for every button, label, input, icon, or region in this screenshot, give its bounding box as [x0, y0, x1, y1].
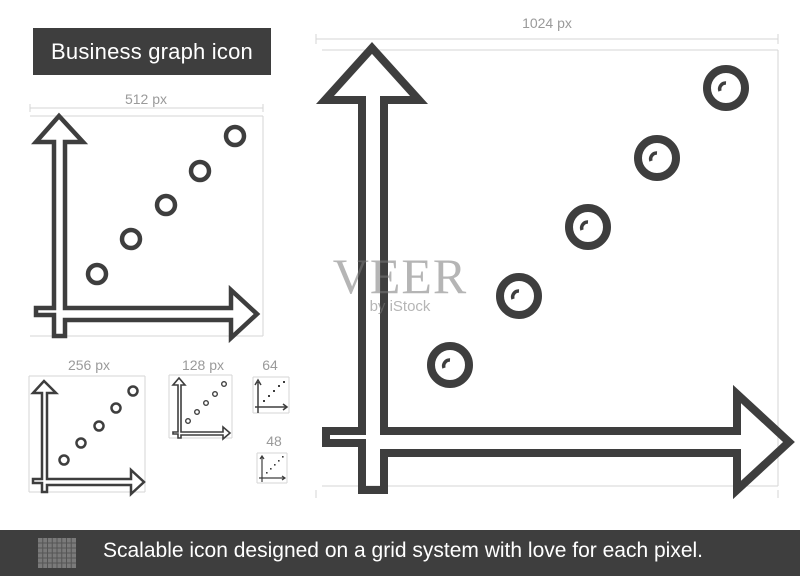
data-point	[634, 135, 680, 181]
data-point	[270, 468, 272, 470]
grid-guides	[315, 34, 779, 498]
business-graph-icon-micro	[256, 452, 288, 484]
data-point	[703, 65, 749, 111]
data-point	[85, 262, 109, 286]
graph-axes	[31, 112, 261, 344]
data-point	[194, 409, 201, 416]
data-point	[75, 437, 87, 449]
data-point	[127, 385, 139, 397]
data-points	[427, 65, 749, 388]
size-label-512: 512 px	[124, 91, 168, 107]
data-points	[85, 124, 247, 286]
data-point	[203, 400, 210, 407]
data-point	[282, 456, 284, 458]
graph-axes	[315, 42, 795, 500]
size-label-128: 128 px	[181, 357, 225, 373]
watermark-brand: VEER	[332, 248, 468, 304]
data-point	[565, 204, 611, 250]
graph-axes	[254, 378, 289, 413]
watermark-sub: by iStock	[369, 298, 431, 315]
footer-text: Scalable icon designed on a grid system …	[103, 539, 703, 562]
graph-axes	[30, 379, 146, 497]
size-label-1024: 1024 px	[522, 15, 572, 31]
data-points	[185, 380, 228, 425]
business-graph-icon-tiny	[252, 376, 290, 414]
grid-guides	[28, 375, 146, 493]
business-graph-icon-medium	[29, 104, 264, 344]
size-label-256: 256 px	[67, 357, 111, 373]
graph-axes	[259, 454, 287, 482]
size-label-64: 64	[262, 357, 278, 373]
data-point	[58, 454, 70, 466]
data-point	[221, 380, 228, 387]
data-point	[278, 460, 280, 462]
graph-axes	[171, 376, 232, 441]
data-points	[58, 385, 139, 466]
data-point	[119, 227, 143, 251]
watermark: VEER by iStock	[320, 250, 480, 315]
data-point	[427, 342, 473, 388]
data-points	[266, 456, 284, 474]
size-label-48: 48	[266, 433, 282, 449]
data-point	[278, 385, 280, 387]
data-point	[154, 193, 178, 217]
business-graph-icon-large	[315, 34, 795, 500]
footer-bar: Scalable icon designed on a grid system …	[0, 530, 800, 576]
data-point	[274, 464, 276, 466]
data-point	[185, 418, 192, 425]
business-graph-icon-small	[28, 375, 146, 497]
business-graph-icon-xsmall	[168, 374, 233, 441]
data-point	[188, 159, 212, 183]
pixel-grid-icon	[38, 538, 76, 568]
data-point	[212, 391, 219, 398]
data-point	[273, 390, 275, 392]
data-point	[283, 381, 285, 383]
data-point	[93, 420, 105, 432]
data-point	[266, 472, 268, 474]
title-text: Business graph icon	[51, 38, 253, 64]
data-point	[496, 273, 542, 319]
grid-guides	[252, 376, 290, 414]
data-point	[268, 395, 270, 397]
grid-guides	[256, 452, 288, 484]
grid-guides	[29, 104, 264, 337]
data-points	[263, 381, 285, 402]
title-badge: Business graph icon	[33, 28, 271, 75]
data-point	[110, 402, 122, 414]
data-point	[263, 400, 265, 402]
data-point	[223, 124, 247, 148]
